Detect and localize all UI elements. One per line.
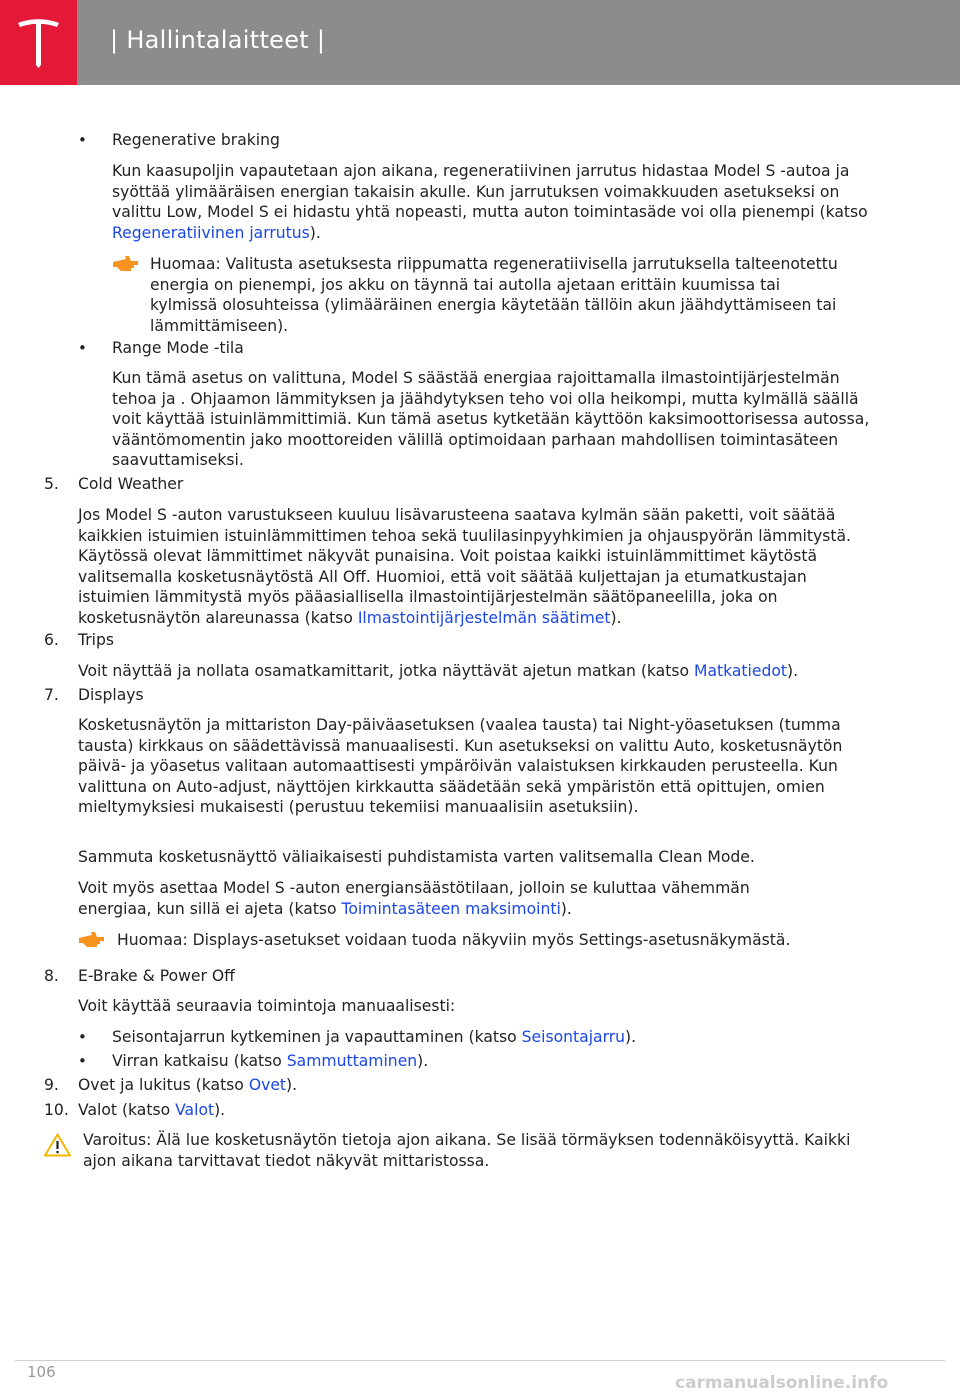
lights-link[interactable]: Valot	[175, 1101, 215, 1119]
item-number: 6.	[44, 631, 59, 649]
section-title: | Hallintalaitteet |	[110, 26, 326, 54]
cold-weather-paragraph: Jos Model S -auton varustukseen kuuluu l…	[78, 506, 851, 627]
warning-text: Varoitus: Älä lue kosketusnäytön tietoja…	[83, 1131, 851, 1170]
displays-note: Huomaa: Displays-asetukset voidaan tuoda…	[117, 931, 791, 949]
regen-note: Huomaa: Valitusta asetuksesta riippumatt…	[150, 255, 838, 335]
item-number: 10.	[44, 1101, 69, 1119]
bullet-marker: •	[78, 1028, 87, 1046]
parking-brake-item: Seisontajarrun kytkeminen ja vapauttamin…	[112, 1028, 637, 1046]
item-number: 8.	[44, 967, 59, 985]
pointing-hand-icon	[78, 931, 106, 955]
displays-heading: Displays	[78, 686, 144, 704]
pointing-hand-icon	[112, 255, 140, 279]
doors-link[interactable]: Ovet	[248, 1076, 287, 1094]
item-number: 7.	[44, 686, 59, 704]
displays-paragraph-2: Sammuta kosketusnäyttö väliaikaisesti pu…	[78, 848, 755, 866]
climate-controls-link[interactable]: Ilmastointijärjestelmän säätimet	[357, 608, 611, 627]
ebrake-paragraph: Voit käyttää seuraavia toimintoja manuaa…	[78, 997, 456, 1015]
displays-paragraph-1: Kosketusnäytön ja mittariston Day-päiväa…	[78, 716, 843, 817]
range-maximize-link[interactable]: Toimintasäteen maksimointi	[341, 899, 561, 918]
bullet-marker: •	[78, 131, 87, 149]
trips-heading: Trips	[78, 631, 114, 649]
warning-triangle-icon	[44, 1133, 71, 1163]
bullet-marker: •	[78, 1052, 87, 1070]
power-off-link[interactable]: Sammuttaminen	[286, 1052, 418, 1070]
cold-weather-heading: Cold Weather	[78, 475, 184, 493]
trip-info-link[interactable]: Matkatiedot	[693, 662, 788, 680]
displays-paragraph-3: Voit myös asettaa Model S -auton energia…	[78, 879, 750, 918]
regen-link[interactable]: Regeneratiivinen jarrutus	[112, 223, 310, 242]
brand-logo	[0, 0, 77, 85]
parking-brake-link[interactable]: Seisontajarru	[521, 1028, 626, 1046]
range-paragraph: Kun tämä asetus on valittuna, Model S sä…	[112, 369, 870, 470]
regen-paragraph: Kun kaasupoljin vapautetaan ajon aikana,…	[112, 162, 868, 242]
doors-item: Ovet ja lukitus (katso Ovet).	[78, 1076, 298, 1094]
regen-heading: Regenerative braking	[112, 131, 280, 149]
lights-item: Valot (katso Valot).	[78, 1101, 226, 1119]
page-number: 106	[27, 1363, 56, 1381]
trips-paragraph: Voit näyttää ja nollata osamatkamittarit…	[78, 662, 799, 680]
ebrake-heading: E-Brake & Power Off	[78, 967, 235, 985]
item-number: 9.	[44, 1076, 59, 1094]
power-off-item: Virran katkaisu (katso Sammuttaminen).	[112, 1052, 429, 1070]
range-heading: Range Mode -tila	[112, 339, 244, 357]
footer-rule	[15, 1360, 945, 1361]
watermark: carmanualsonline.info	[675, 1373, 889, 1393]
tesla-logo-icon	[18, 19, 59, 68]
bullet-marker: •	[78, 339, 87, 357]
item-number: 5.	[44, 475, 59, 493]
page-header: | Hallintalaitteet |	[0, 0, 960, 85]
